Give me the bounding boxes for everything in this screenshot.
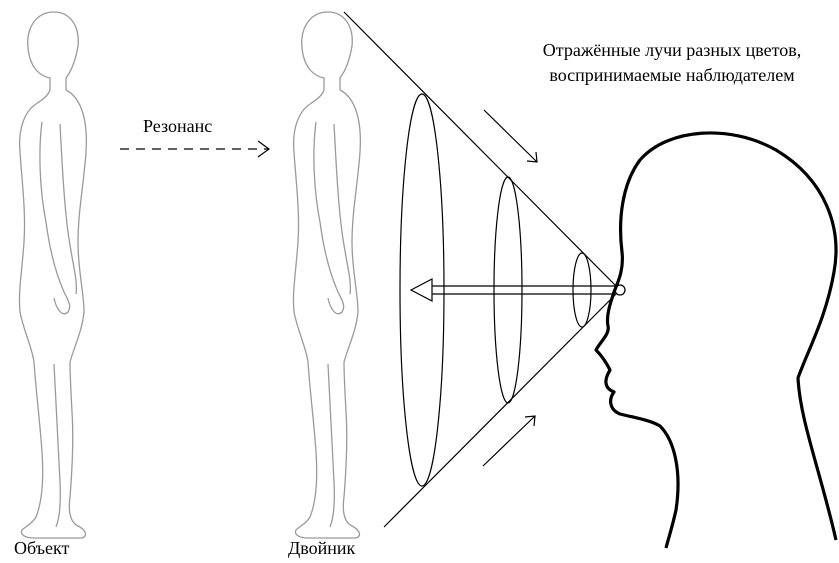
double-label: Двойник [288,538,355,559]
object-label: Объект [14,538,69,559]
resonance-label: Резонанс [143,116,212,137]
object-figure-icon [19,12,86,538]
central-ray-arrow [411,279,615,301]
double-figure-icon [293,12,360,538]
resonance-arrow [120,141,269,157]
reflected-rays-caption: Отражённые лучи разных цветов, восприним… [512,38,832,88]
observer-head-icon [596,133,836,548]
lower-flow-arrow [483,416,535,466]
reflection-cone [344,12,620,527]
upper-flow-arrow [484,110,537,162]
